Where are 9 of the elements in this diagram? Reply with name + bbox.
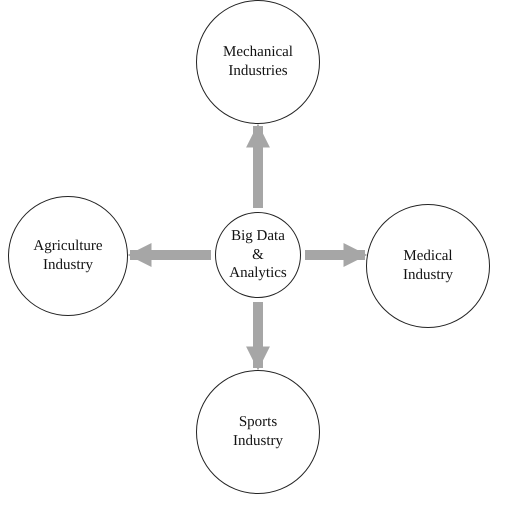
node-label: Big Data & Analytics [228, 226, 288, 284]
block-arrow [128, 243, 211, 267]
node-label: Sports Industry [232, 413, 284, 451]
block-arrow [246, 302, 270, 370]
block-arrow [246, 124, 270, 208]
node-label: Medical Industry [402, 247, 454, 285]
block-arrow [305, 243, 368, 267]
node-label: Agriculture Industry [32, 237, 104, 275]
node-label: Mechanical Industries [222, 43, 294, 81]
